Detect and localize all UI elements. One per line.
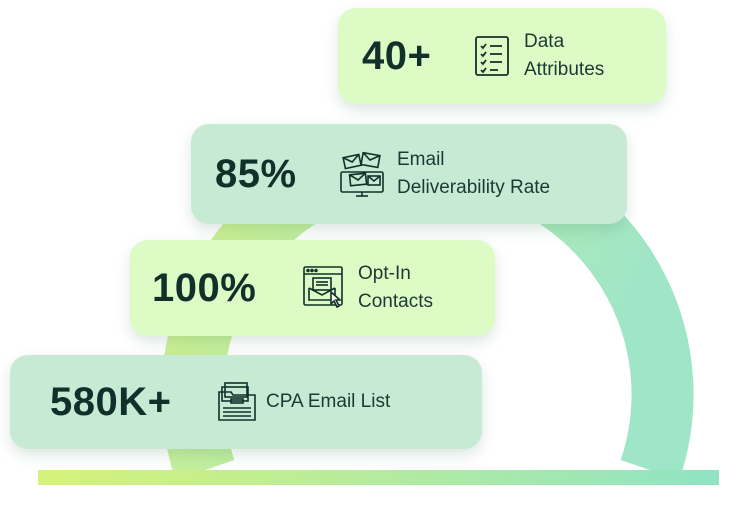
stat-value: 100% [152,265,257,310]
stat-label-line: CPA Email List [266,391,391,412]
email-monitor-icon [337,150,387,198]
stat-card-deliverability: 85% Email Deliverability Rate [191,124,627,224]
stat-value: 40+ [362,33,432,78]
stat-label-line: Contacts [358,291,433,312]
stat-value: 85% [215,151,297,196]
stat-value: 580K+ [50,379,172,424]
stat-card-data-attributes: 40+ Data Attributes [338,8,666,104]
email-click-icon [300,264,348,312]
stat-label-line: Email [397,149,445,170]
checklist-icon [470,34,514,78]
stat-label-line: Attributes [524,59,605,80]
stat-card-cpa-email-list: 580K+ CPA Email List [10,355,482,449]
stat-label-line: Deliverability Rate [397,177,551,198]
stat-label: Opt-In Contacts [358,260,433,316]
stat-label: Email Deliverability Rate [397,146,550,202]
file-folder-icon [216,380,258,424]
stat-card-opt-in: 100% Opt-In Contacts [130,240,495,336]
stat-label: Data Attributes [524,28,604,84]
stat-label-line: Data [524,31,565,52]
stat-label: CPA Email List [266,388,390,416]
stat-label-line: Opt-In [358,263,411,284]
base-bar [38,470,719,485]
